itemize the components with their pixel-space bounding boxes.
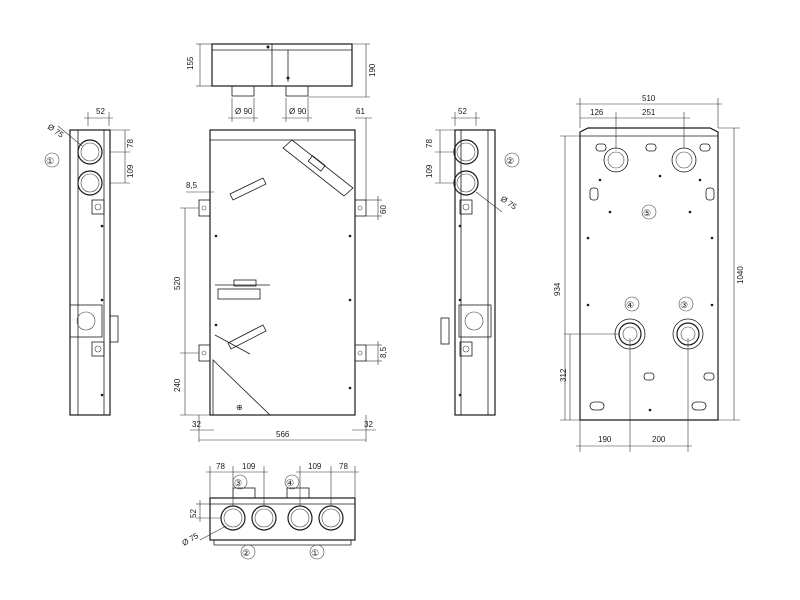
dim-front-32-a: 32 [192,420,201,429]
dim-front-32-b: 32 [364,420,373,429]
dim-left-52: 52 [96,107,105,116]
dim-right-109: 109 [425,164,434,178]
back-view: ⑤ ④ ③ 510 126 251 934 1040 312 190 200 [553,94,745,452]
dim-front-566: 566 [276,430,290,439]
dim-right-52: 52 [458,107,467,116]
callout-2-bottom: ② [242,548,250,558]
bottom-view: 78 109 109 78 52 Ø 75 ③ ④ ② ① [181,462,359,560]
dim-bottom-52: 52 [189,509,198,518]
dim-back-200: 200 [652,435,666,444]
dim-d90-b: Ø 90 [289,107,307,116]
dim-bottom-d75: Ø 75 [181,531,201,548]
dim-right-d75: Ø 75 [499,194,519,212]
dim-bottom-78-a: 78 [216,462,225,471]
dim-left-109: 109 [126,164,135,178]
dim-back-312: 312 [559,368,568,382]
dim-back-126: 126 [590,108,604,117]
dim-back-510: 510 [642,94,656,103]
right-side-view: 52 78 109 Ø 75 ② [425,107,520,416]
dim-bottom-109-b: 109 [308,462,322,471]
dim-front-61: 61 [356,107,365,116]
dim-front-8-5-b: 8,5 [379,346,388,358]
front-logo: ⊕ [236,403,243,412]
dim-bottom-109-a: 109 [242,462,256,471]
callout-4-back: ④ [626,300,634,310]
dim-back-190: 190 [598,435,612,444]
dim-155: 155 [186,56,195,70]
dim-front-8-5-a: 8,5 [186,181,198,190]
dim-left-d75: Ø 75 [46,122,66,140]
callout-3-bottom: ③ [234,478,242,488]
dim-front-520: 520 [173,276,182,290]
dim-back-251: 251 [642,108,656,117]
callout-1-bottom: ① [311,548,319,558]
dim-back-934: 934 [553,282,562,296]
top-view: 155 190 Ø 90 Ø 90 [186,43,377,122]
dim-d90-a: Ø 90 [235,107,253,116]
callout-3-back: ③ [680,300,688,310]
callout-2-right: ② [506,156,514,166]
dim-190: 190 [368,63,377,77]
callout-1-left: ① [46,156,54,166]
callout-4-bottom: ④ [286,478,294,488]
front-view: ⊕ 61 60 8,5 520 240 8,5 32 32 566 [173,107,388,442]
dim-right-78: 78 [425,139,434,148]
dim-left-78: 78 [126,139,135,148]
dim-front-60: 60 [379,205,388,214]
dim-back-1040: 1040 [736,266,745,284]
callout-5-back: ⑤ [643,208,651,218]
left-side-view: 52 Ø 75 78 109 ① [44,107,135,416]
dim-front-240: 240 [173,378,182,392]
dim-bottom-78-b: 78 [339,462,348,471]
